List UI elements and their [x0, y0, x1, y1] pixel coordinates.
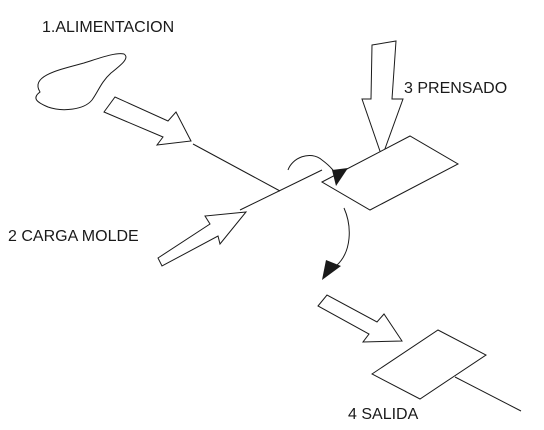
output-plate — [371, 329, 487, 400]
charge-arrow — [157, 211, 248, 267]
press-arrow — [361, 40, 404, 159]
step-label-alimentacion: 1.ALIMENTACION — [42, 19, 174, 36]
charge-line — [239, 169, 323, 211]
exit-curve-arrow — [335, 207, 350, 267]
step-label-salida: 4 SALIDA — [348, 406, 419, 423]
feed-line — [192, 143, 281, 192]
feed-arrow — [103, 96, 192, 146]
transfer-curve-arrow — [287, 155, 339, 181]
press-plate — [320, 135, 460, 211]
transfer-arrowhead-icon — [332, 168, 348, 186]
step-label-prensado: 3 PRENSADO — [404, 80, 507, 97]
step-label-carga-molde: 2 CARGA MOLDE — [8, 228, 139, 245]
exit-line — [454, 376, 522, 412]
material-blob — [35, 53, 127, 111]
exit-arrow — [317, 294, 403, 343]
exit-arrowhead-icon — [322, 260, 341, 280]
